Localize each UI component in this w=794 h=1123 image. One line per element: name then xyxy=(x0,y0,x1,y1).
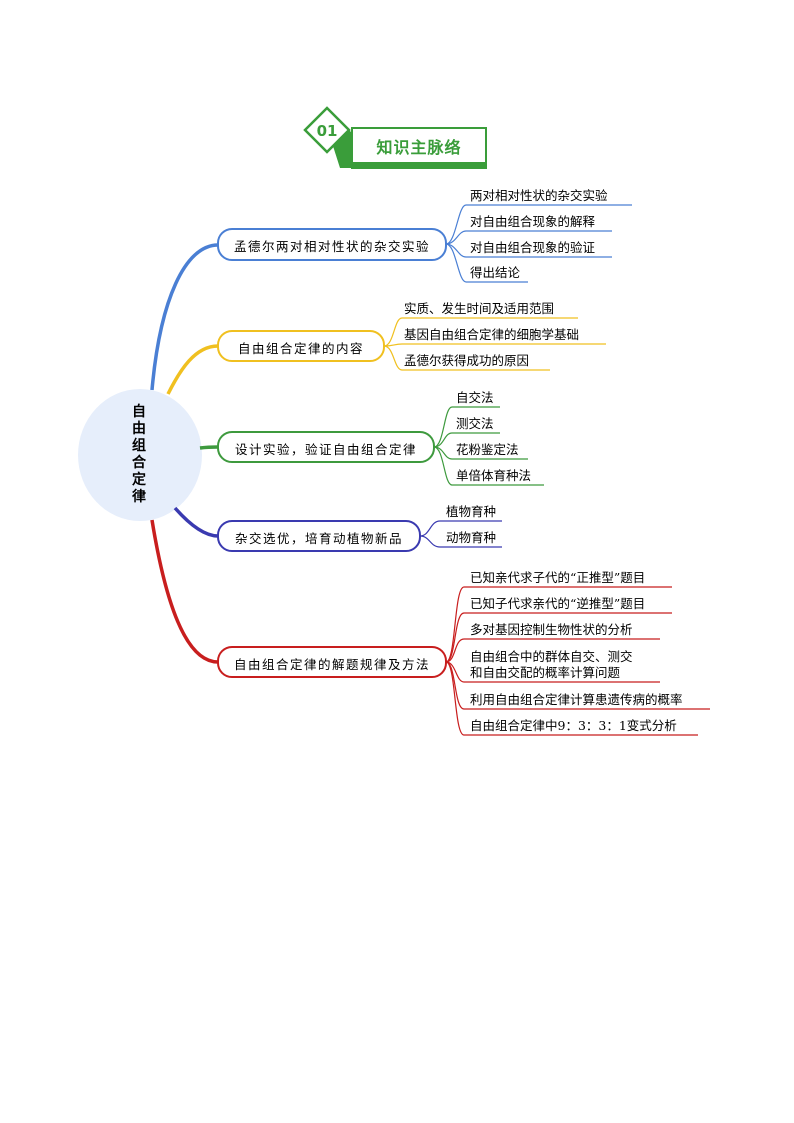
leaf-label-5-3: 多对基因控制生物性状的分析 xyxy=(470,622,633,637)
leaf-lines-1 xyxy=(445,204,632,283)
leaf-lines-3 xyxy=(433,406,544,486)
leaf-lines-4 xyxy=(419,520,502,548)
leaf-label-5-1: 已知亲代求子代的“正推型”题目 xyxy=(470,570,646,585)
root-label: 自由组合定律 xyxy=(132,404,146,505)
leaf-label-2-1: 实质、发生时间及适用范围 xyxy=(404,301,555,316)
branch-label-5: 自由组合定律的解题规律及方法 xyxy=(233,657,430,672)
leaf-label-5-2: 已知子代求亲代的“逆推型”题目 xyxy=(470,596,646,611)
branch-line-1 xyxy=(150,243,219,391)
branch-label-2: 自由组合定律的内容 xyxy=(237,341,364,356)
branch-line-5 xyxy=(150,519,219,664)
header-badge: 01 xyxy=(303,106,487,169)
leaf-label-4-1: 植物育种 xyxy=(446,504,497,519)
leaf-label-1-3: 对自由组合现象的验证 xyxy=(470,240,596,255)
leaf-label-5-5: 利用自由组合定律计算患遗传病的概率 xyxy=(470,692,683,707)
leaf-label-3-1: 自交法 xyxy=(456,390,494,405)
leaf-label-2-3: 孟德尔获得成功的原因 xyxy=(404,353,530,368)
branch-line-3 xyxy=(199,445,219,450)
root-node xyxy=(78,389,202,521)
header-diamond-tail xyxy=(333,130,352,168)
leaf-label-3-3: 花粉鉴定法 xyxy=(456,442,519,457)
leaf-lines-2 xyxy=(383,317,606,371)
branch-line-2 xyxy=(166,344,219,395)
header-underline xyxy=(352,162,486,168)
branch-line-4 xyxy=(173,506,219,538)
leaf-label-2-2: 基因自由组合定律的细胞学基础 xyxy=(404,327,580,342)
leaf-label-5-6: 自由组合定律中9：3：3：1变式分析 xyxy=(470,718,677,733)
branch-label-3: 设计实验，验证自由组合定律 xyxy=(234,442,417,457)
leaf-label-3-2: 测交法 xyxy=(456,416,494,431)
header-title: 知识主脉络 xyxy=(376,138,462,157)
leaf-label-1-4: 得出结论 xyxy=(470,265,521,280)
leaf-lines-5 xyxy=(445,586,710,736)
leaf-label-1-1: 两对相对性状的杂交实验 xyxy=(470,188,608,203)
leaf-label-1-2: 对自由组合现象的解释 xyxy=(470,214,596,229)
header-number: 01 xyxy=(317,122,338,140)
branch-label-4: 杂交选优，培育动植物新品 xyxy=(234,531,403,546)
leaf-label-4-2: 动物育种 xyxy=(446,530,497,545)
leaf-label-3-4: 单倍体育种法 xyxy=(456,468,532,483)
leaf-label-5-4: 自由组合中的群体自交、测交 和自由交配的概率计算问题 xyxy=(470,649,633,680)
branch-label-1: 孟德尔两对相对性状的杂交实验 xyxy=(233,239,430,254)
